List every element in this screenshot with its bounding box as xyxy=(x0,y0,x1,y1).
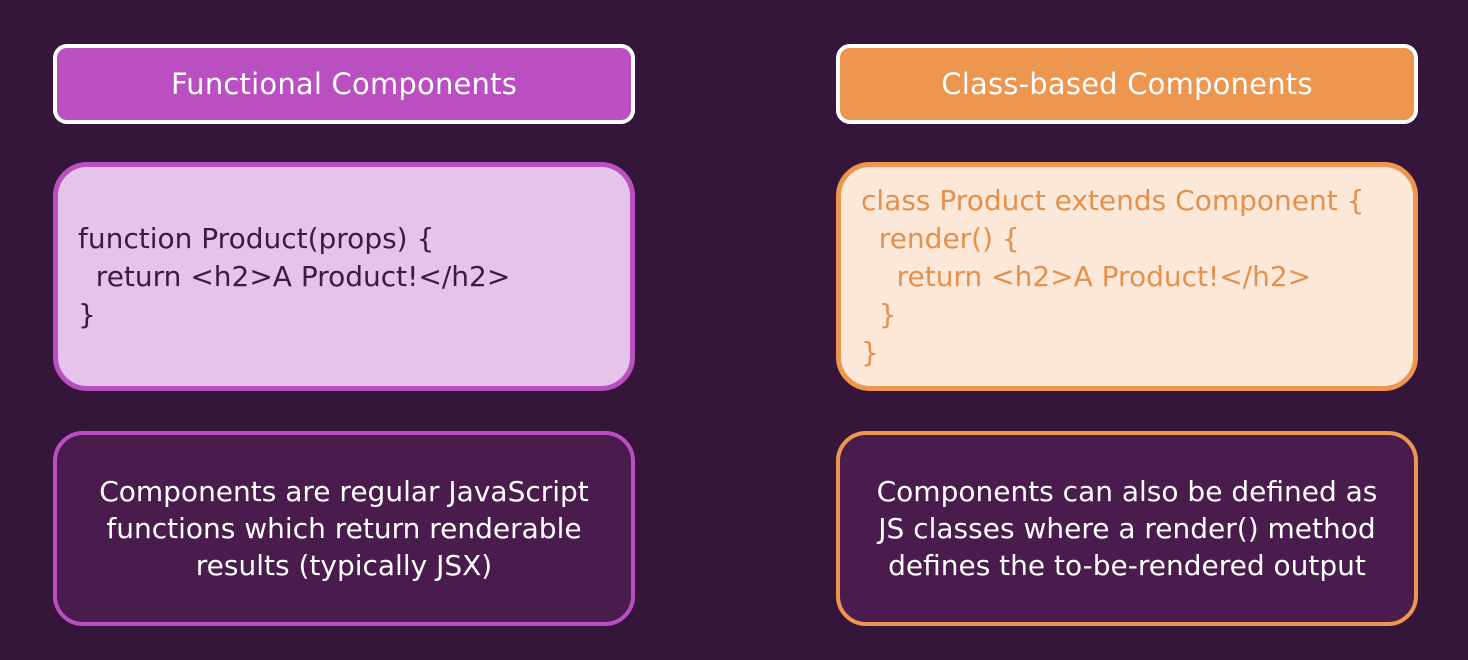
code-line: return <h2>A Product!</h2> xyxy=(78,259,511,293)
class-based-components-title: Class-based Components xyxy=(941,67,1313,101)
code-line: class Product extends Component { xyxy=(861,183,1365,217)
functional-description: Components are regular JavaScript functi… xyxy=(99,473,589,584)
functional-components-header: Functional Components xyxy=(53,44,635,124)
functional-code-box: function Product(props) { return <h2>A P… xyxy=(53,162,635,391)
functional-components-title: Functional Components xyxy=(170,67,518,101)
functional-code-block: function Product(props) { return <h2>A P… xyxy=(78,220,510,334)
description-line: defines the to-be-rendered output xyxy=(888,549,1366,582)
code-line: render() { xyxy=(861,221,1020,255)
description-line: JS classes where a render() method xyxy=(878,512,1376,545)
code-line: } xyxy=(861,335,879,369)
class-code-box: class Product extends Component { render… xyxy=(836,162,1418,391)
code-line: return <h2>A Product!</h2> xyxy=(861,259,1312,293)
class-description-box: Components can also be defined as JS cla… xyxy=(836,431,1418,626)
code-line: function Product(props) { xyxy=(78,221,435,255)
description-line: Components can also be defined as xyxy=(876,475,1378,508)
description-line: results (typically JSX) xyxy=(195,549,493,582)
description-line: Components are regular JavaScript xyxy=(99,475,589,508)
class-based-components-header: Class-based Components xyxy=(836,44,1418,124)
code-line: } xyxy=(861,297,897,331)
code-line: } xyxy=(78,297,96,331)
class-code-block: class Product extends Component { render… xyxy=(861,182,1364,372)
description-line: functions which return renderable xyxy=(106,512,582,545)
class-description: Components can also be defined as JS cla… xyxy=(877,473,1378,584)
functional-description-box: Components are regular JavaScript functi… xyxy=(53,431,635,626)
